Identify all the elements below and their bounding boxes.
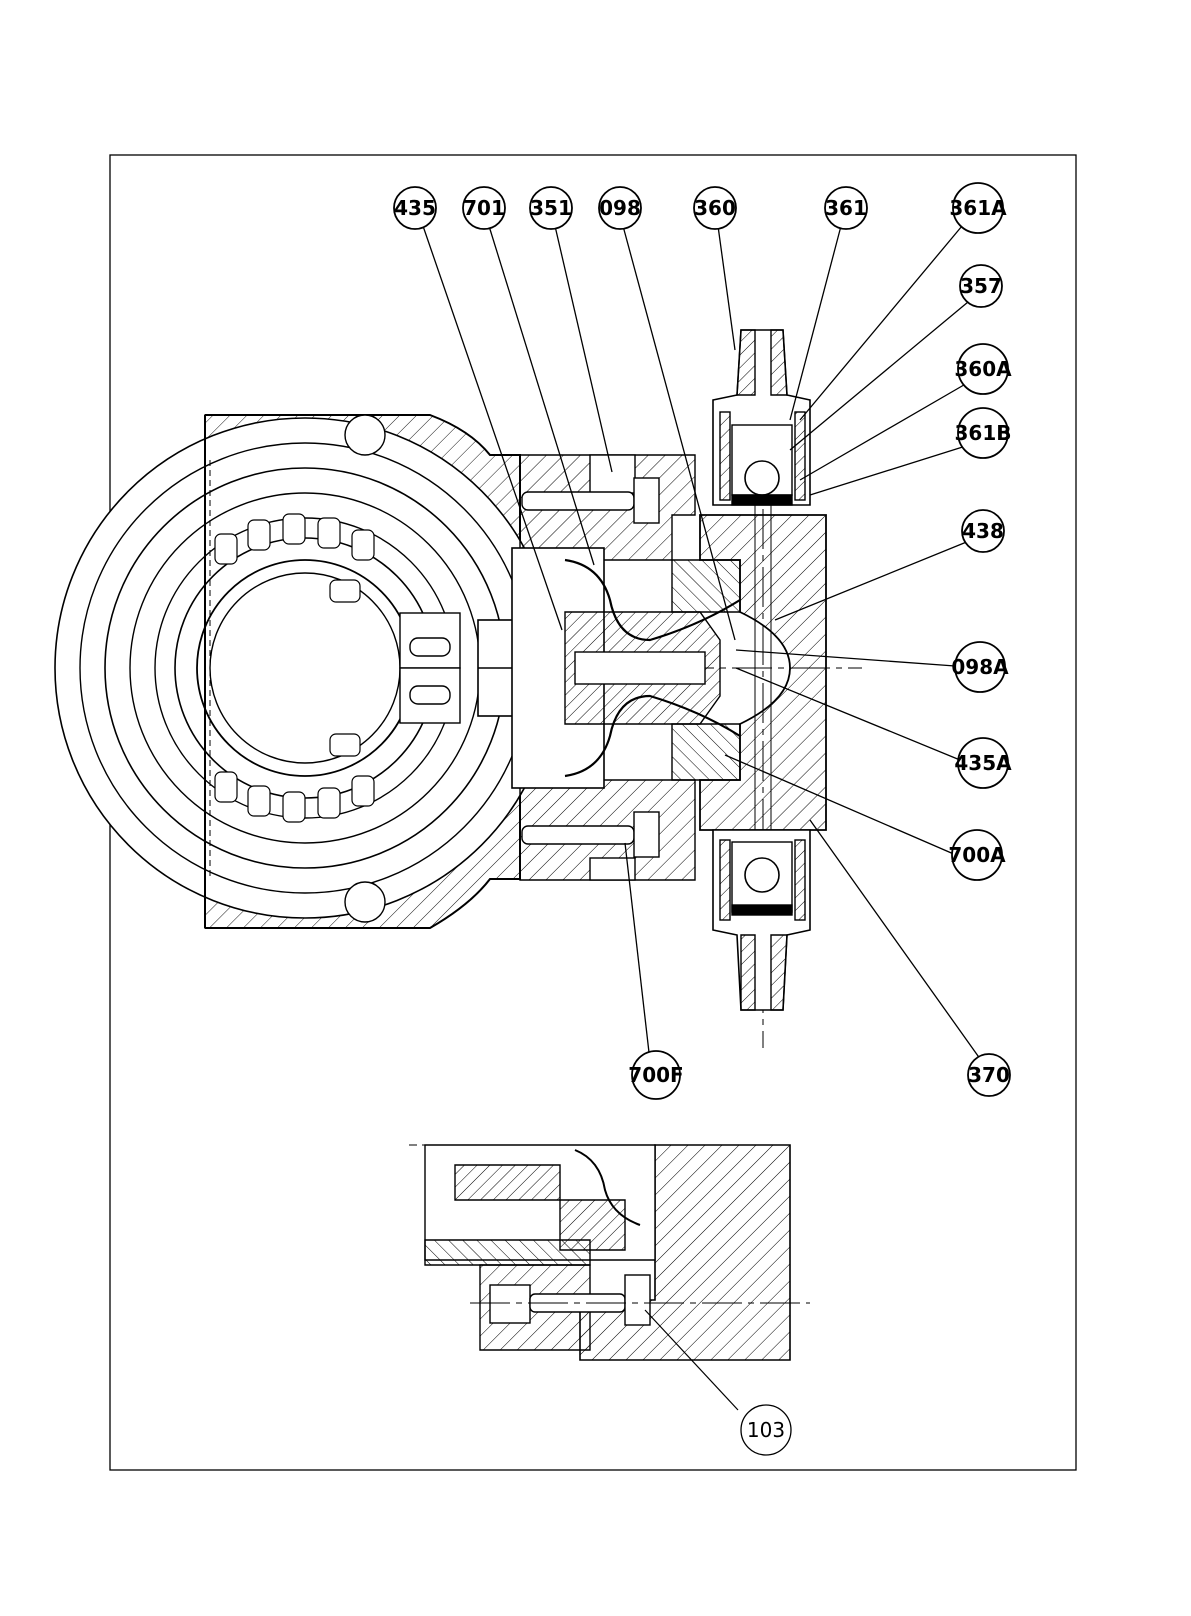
balloon-700F: 700F — [628, 1051, 683, 1099]
valve-ball-upper — [745, 461, 779, 495]
balloon-361-label: 361 — [825, 196, 867, 220]
discharge-valve — [713, 330, 810, 505]
balloon-360A: 360A — [954, 344, 1012, 394]
balloon-438: 438 — [962, 510, 1004, 552]
main-section-view — [55, 226, 988, 1070]
balloon-361B-label: 361B — [955, 421, 1012, 445]
balloon-370-label: 370 — [968, 1063, 1010, 1087]
balloon-435A: 435A — [954, 738, 1012, 788]
suction-valve — [713, 830, 810, 1010]
balloon-361: 361 — [825, 187, 867, 229]
valve-ball-lower — [745, 858, 779, 892]
balloon-701: 701 — [463, 187, 505, 229]
balloon-357-label: 357 — [960, 274, 1002, 298]
balloon-360-label: 360 — [694, 196, 736, 220]
balloon-098-label: 098 — [599, 196, 641, 220]
balloon-098A-label: 098A — [951, 655, 1009, 679]
balloon-360A-label: 360A — [954, 357, 1012, 381]
balloon-361A: 361A — [949, 183, 1007, 233]
balloon-435-label: 435 — [394, 196, 436, 220]
balloon-103: 103 — [741, 1405, 791, 1455]
balloon-435A-label: 435A — [954, 751, 1012, 775]
balloon-435: 435 — [394, 187, 436, 229]
balloon-438-label: 438 — [962, 519, 1004, 543]
balloon-098A: 098A — [951, 642, 1009, 692]
balloon-351-label: 351 — [530, 196, 572, 220]
balloon-370: 370 — [968, 1054, 1010, 1096]
balloon-351: 351 — [530, 187, 572, 229]
balloon-700A: 700A — [948, 830, 1006, 880]
detail-section-view — [409, 1145, 810, 1410]
balloon-360: 360 — [694, 187, 736, 229]
balloon-701-label: 701 — [463, 196, 505, 220]
balloon-357: 357 — [960, 265, 1002, 307]
balloon-700A-label: 700A — [948, 843, 1006, 867]
balloon-103-label: 103 — [747, 1418, 785, 1442]
balloon-361B: 361B — [955, 408, 1012, 458]
balloon-098: 098 — [599, 187, 641, 229]
balloon-361A-label: 361A — [949, 196, 1007, 220]
balloon-700F-label: 700F — [628, 1063, 683, 1087]
